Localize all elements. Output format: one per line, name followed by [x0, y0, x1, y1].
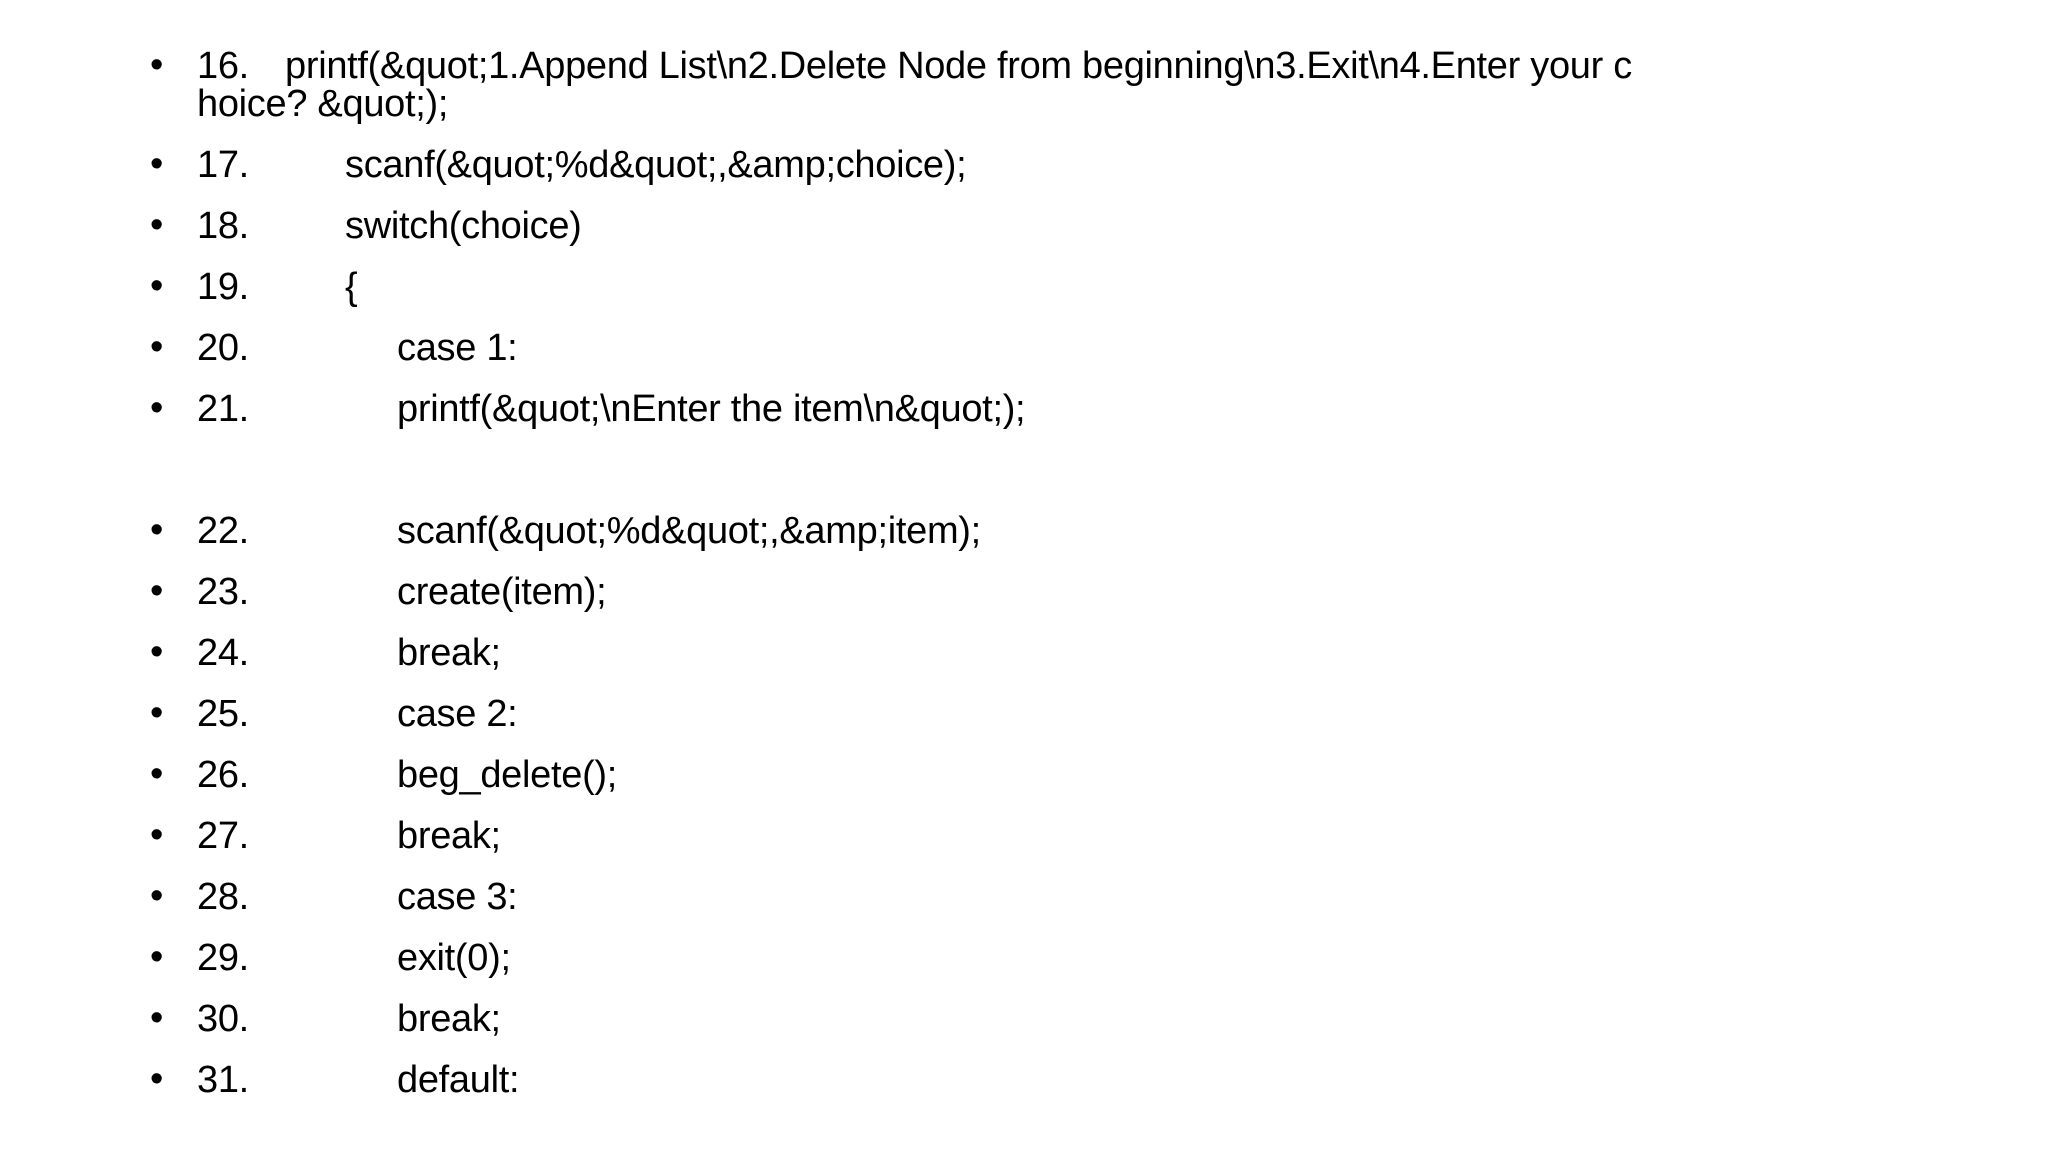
bullet-icon: •: [150, 875, 164, 917]
list-item: • 31. default:: [0, 1058, 2048, 1101]
line-number: 18.: [197, 205, 249, 247]
list-item: • 23. create(item);: [0, 570, 2048, 613]
line-number: 24.: [197, 632, 249, 674]
code-text: printf(&quot;\nEnter the item\n&quot;);: [397, 388, 1026, 430]
code-text: {: [345, 266, 358, 308]
bullet-icon: •: [150, 753, 164, 795]
code-text: switch(choice): [345, 205, 582, 247]
bullet-icon: •: [150, 814, 164, 856]
code-text: scanf(&quot;%d&quot;,&amp;choice);: [345, 144, 967, 186]
line-number: 25.: [197, 693, 249, 735]
list-item: • 18. switch(choice): [0, 204, 2048, 247]
line-number: 16.: [197, 45, 249, 87]
blank-line: [0, 451, 2048, 512]
line-number: 26.: [197, 754, 249, 796]
code-text: beg_delete();: [397, 754, 618, 796]
line-number: 21.: [197, 388, 249, 430]
code-text: break;: [397, 815, 501, 857]
line-number: 17.: [197, 144, 249, 186]
line-number: 29.: [197, 937, 249, 979]
bullet-icon: •: [150, 265, 164, 307]
code-text: create(item);: [397, 571, 607, 613]
list-item: • 28. case 3:: [0, 875, 2048, 918]
line-number: 19.: [197, 266, 249, 308]
list-item: • 19. {: [0, 265, 2048, 308]
line-number: 30.: [197, 998, 249, 1040]
bullet-icon: •: [150, 997, 164, 1039]
line-number: 20.: [197, 327, 249, 369]
list-item: • 26. beg_delete();: [0, 753, 2048, 796]
code-text: case 1:: [397, 327, 518, 369]
line-number: 22.: [197, 510, 249, 552]
code-text: break;: [397, 632, 501, 674]
bullet-icon: •: [150, 509, 164, 551]
list-item: • 30. break;: [0, 997, 2048, 1040]
bullet-icon: •: [150, 1058, 164, 1100]
list-item: • 29. exit(0);: [0, 936, 2048, 979]
list-item: • 22. scanf(&quot;%d&quot;,&amp;item);: [0, 509, 2048, 552]
list-item: • 17. scanf(&quot;%d&quot;,&amp;choice);: [0, 143, 2048, 186]
bullet-icon: •: [150, 387, 164, 429]
code-list: • 16. printf(&quot;1.Append List\n2.Delete…: [0, 44, 2048, 1122]
code-text: default:: [397, 1059, 520, 1101]
code-text: case 3:: [397, 876, 518, 918]
line-number: 28.: [197, 876, 249, 918]
code-text: break;: [397, 998, 501, 1040]
bullet-icon: •: [150, 143, 164, 185]
list-item: • 16. printf(&quot;1.Append List\n2.Delete…: [0, 44, 2048, 125]
line-number: 23.: [197, 571, 249, 613]
line-number: 31.: [197, 1059, 249, 1101]
code-text: case 2:: [397, 693, 518, 735]
code-text: exit(0);: [397, 937, 511, 979]
bullet-icon: •: [150, 692, 164, 734]
bullet-icon: •: [150, 570, 164, 612]
bullet-icon: •: [150, 326, 164, 368]
list-item: • 20. case 1:: [0, 326, 2048, 369]
code-text: printf(&quot;1.Append List\n2.Delete Nod…: [285, 45, 1632, 87]
bullet-icon: •: [150, 631, 164, 673]
bullet-icon: •: [150, 204, 164, 246]
code-text-wrap: hoice? &quot;);: [197, 83, 449, 125]
list-item: • 21. printf(&quot;\nEnter the item\n&quot…: [0, 387, 2048, 430]
list-item: • 24. break;: [0, 631, 2048, 674]
bullet-icon: •: [150, 44, 164, 86]
list-item: • 25. case 2:: [0, 692, 2048, 735]
bullet-icon: •: [150, 936, 164, 978]
list-item: • 27. break;: [0, 814, 2048, 857]
line-number: 27.: [197, 815, 249, 857]
code-text: scanf(&quot;%d&quot;,&amp;item);: [397, 510, 981, 552]
